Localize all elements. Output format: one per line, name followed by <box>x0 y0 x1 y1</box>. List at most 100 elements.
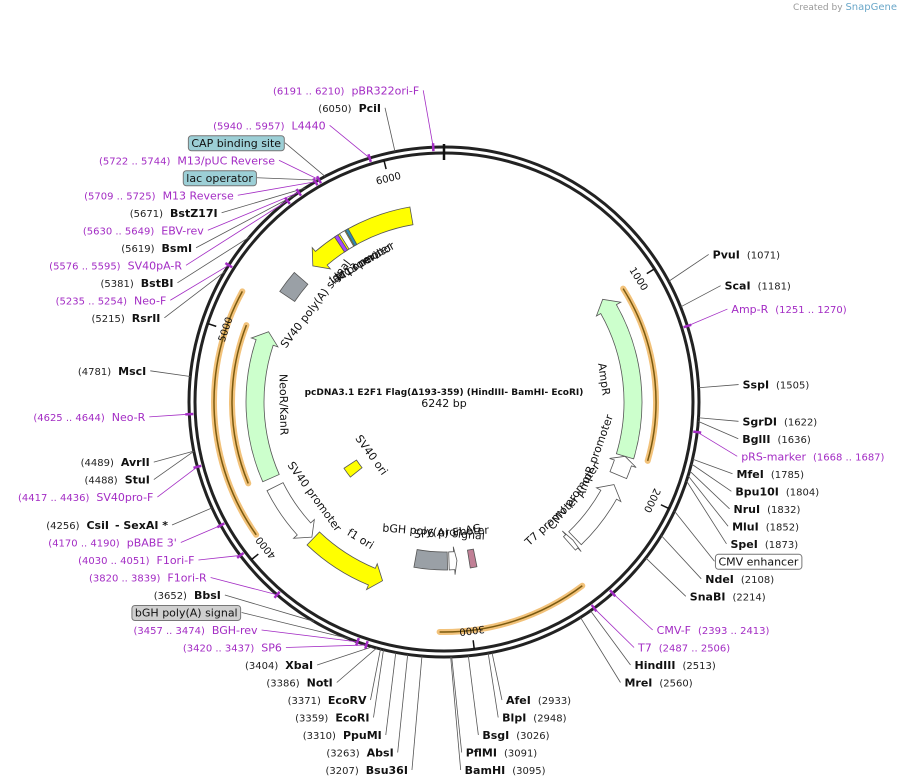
feature-sp6-promoter: SP6 promoter <box>413 524 490 575</box>
site-text: T7(2487 .. 2506) <box>637 642 730 655</box>
site-f1ori-f: (4030 .. 4051)F1ori-F <box>78 552 245 567</box>
site-text: (4417 .. 4436)SV40pro-F <box>18 491 153 504</box>
primer-mark <box>273 590 281 599</box>
feature-shape <box>343 459 363 478</box>
site-text: CMV-F(2393 .. 2413) <box>657 624 770 637</box>
site-m13-reverse: (5709 .. 5725)M13 Reverse <box>84 177 319 202</box>
primer-mark <box>354 637 360 647</box>
site-text: HindIII(2513) <box>635 659 716 672</box>
site-cmv-enhancer: CMV enhancer <box>674 510 803 570</box>
orf-arc <box>622 288 657 462</box>
tick-label: 6000 <box>375 171 402 188</box>
site-leader <box>450 656 462 771</box>
site-leader <box>185 200 288 266</box>
site-leader <box>170 264 230 301</box>
site-leader <box>411 656 423 771</box>
site-sp6: (3420 .. 3437)SP6 <box>183 640 369 655</box>
site-text: NdeI(2108) <box>705 573 774 586</box>
site-leader <box>370 648 381 701</box>
site-text: (3359)EcoRI <box>295 712 369 725</box>
site-text: (4489)AvrII <box>81 456 150 469</box>
boxed-label-bg <box>714 553 803 570</box>
site-ecori: (3359)EcoRI <box>295 649 384 725</box>
site-spei: SpeI(1873) <box>686 480 798 551</box>
site-text: BamHI(3095) <box>465 764 546 777</box>
site-leader <box>467 655 479 736</box>
site-pflmi: PflMI(3091) <box>451 656 537 760</box>
site-bsgi: BsgI(3026) <box>467 655 550 742</box>
feature-ampr: AmpR <box>595 298 643 460</box>
site-leader <box>195 195 295 249</box>
tick-label: 4000 <box>254 534 279 561</box>
feature-label: NeoR/KanR <box>277 374 291 436</box>
site-text: MfeI(1785) <box>737 468 805 481</box>
site-leader <box>674 510 715 562</box>
site-leader <box>261 629 358 643</box>
site-bgh-poly-a-signal: bGH poly(A) signal <box>131 605 350 640</box>
feature-label: SP6 promoter <box>413 524 489 541</box>
site-leader <box>698 420 739 440</box>
feature-shape <box>595 298 643 460</box>
site-t7: T7(2487 .. 2506) <box>590 604 730 655</box>
site-bsmi: (5619)BsmI <box>121 195 295 255</box>
site-stui: (4488)StuI <box>84 451 195 487</box>
site-leader <box>177 236 250 284</box>
site-text: bGH poly(A) signal <box>135 607 238 620</box>
site-ecorv: (3371)EcoRV <box>288 648 381 707</box>
primer-mark <box>364 640 369 650</box>
site-cap-binding-site: CAP binding site <box>187 135 326 177</box>
site-scai: ScaI(1181) <box>680 280 791 308</box>
site-leader <box>384 107 396 152</box>
site-text: (4030 .. 4051)F1ori-F <box>78 554 194 567</box>
orf-arc <box>231 324 249 484</box>
site-bsu36i: (3207)Bsu36I <box>326 656 423 777</box>
site-afei: AfeI(2933) <box>491 652 571 707</box>
primer-mark <box>224 262 233 269</box>
primer-mark <box>609 589 617 598</box>
feature-label: f1 ori <box>345 526 376 552</box>
site-mfei: MfeI(1785) <box>692 458 805 481</box>
site-leader <box>397 654 409 753</box>
feature-shape <box>333 234 349 253</box>
site-leader <box>691 463 732 492</box>
site-text: (5381)BstBI <box>101 277 174 290</box>
feature-shape <box>467 548 478 569</box>
site-rsrii: (5215)RsrII <box>92 271 226 325</box>
site-leader <box>241 612 350 640</box>
tick-6000 <box>383 160 387 170</box>
primer-mark <box>236 552 245 559</box>
site-text: (5722 .. 5744)M13/pUC Reverse <box>99 154 275 167</box>
site-csii: (4256)CsiI- SexAI * <box>46 507 213 532</box>
site-leader <box>171 507 213 526</box>
site-text: SpeI(1873) <box>730 538 798 551</box>
orf-arc <box>213 291 257 536</box>
site-leader <box>491 652 503 701</box>
site-neo-f: (5235 .. 5254)Neo-F <box>56 262 233 307</box>
site-bgh-rev: (3457 .. 3474)BGH-rev <box>133 624 360 647</box>
site-text: CAP binding site <box>191 137 281 150</box>
site-text: (3652)BbsI <box>154 589 221 602</box>
site-text: (3457 .. 3474)BGH-rev <box>133 624 258 637</box>
site-leader <box>207 192 299 231</box>
tick-4000 <box>250 553 259 561</box>
site-leader <box>317 646 373 666</box>
tick-label: 2000 <box>641 486 662 514</box>
site-leader <box>153 451 195 480</box>
orf-arc-halo <box>436 582 586 635</box>
site-text: (3310)PpuMI <box>303 729 382 742</box>
site-amp-r: Amp-R(1251 .. 1270) <box>683 303 847 329</box>
site-bpu10i: Bpu10I(1804) <box>691 463 819 498</box>
site-text: SspI(1505) <box>743 379 810 392</box>
site-text: MreI(2560) <box>624 677 692 690</box>
site-text: AfeI(2933) <box>506 694 571 707</box>
site-leader <box>385 652 397 736</box>
site-text: Bpu10I(1804) <box>735 485 819 498</box>
site-ppumi: (3310)PpuMI <box>303 652 397 742</box>
feature-neor-kanr: NeoR/KanR <box>245 331 291 483</box>
site-text: Amp-R(1251 .. 1270) <box>731 303 846 316</box>
plasmid-name: pcDNA3.1 E2F1 Flag(Δ193-359) (HindIII- B… <box>305 388 584 398</box>
site-leader <box>686 480 727 545</box>
feature-shape <box>561 530 582 552</box>
site-leader <box>164 271 226 319</box>
